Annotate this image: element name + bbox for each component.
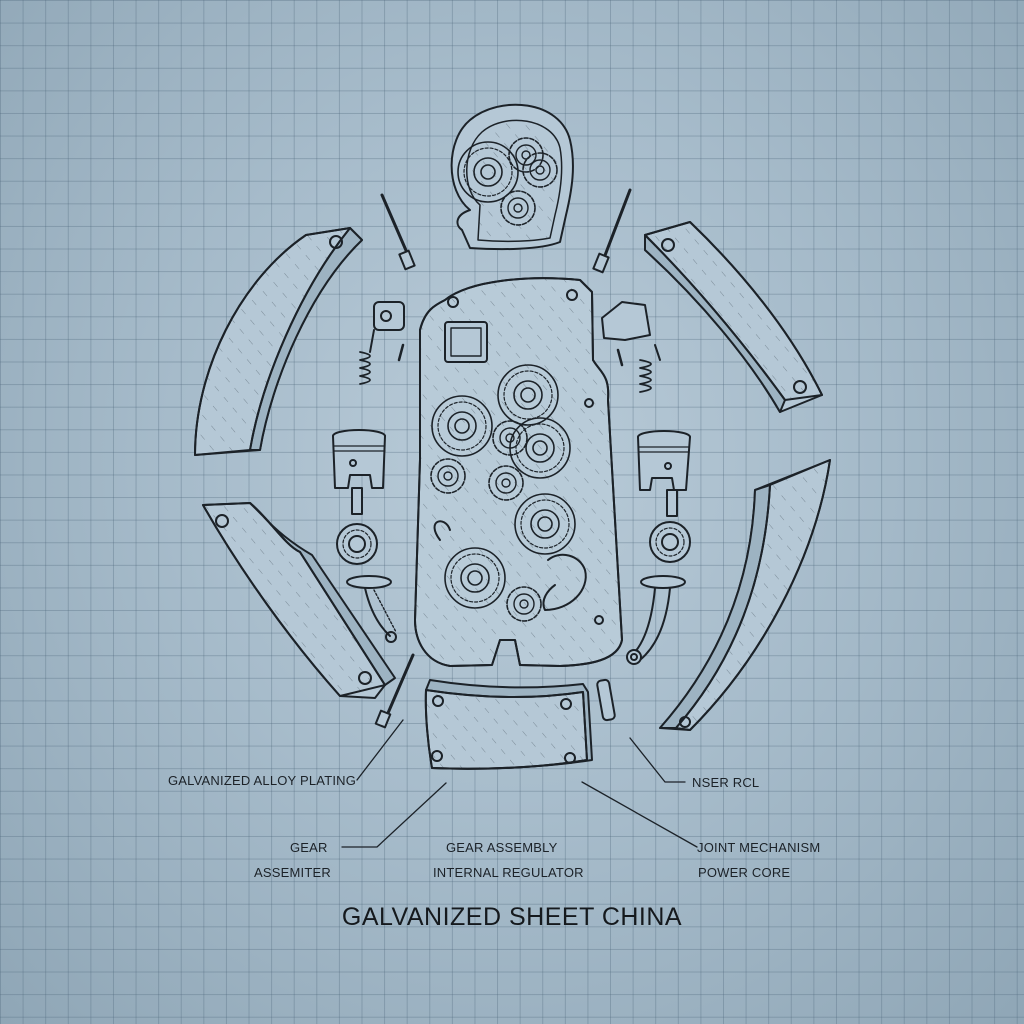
right-joint-arm	[626, 575, 686, 665]
label-gear-assembly: GEAR ASSEMBLY	[446, 840, 558, 855]
torso-gear-panel	[414, 277, 623, 667]
right-bolt-upper	[592, 188, 632, 274]
label-internal-regulator: INTERNAL REGULATOR	[433, 865, 584, 880]
right-upper-curved-plate	[644, 221, 823, 413]
left-joint-arm	[346, 575, 397, 643]
label-assemiter: ASSEMITER	[254, 865, 331, 880]
leader-lines	[341, 719, 698, 848]
label-nser-rcl: NSER RCL	[692, 775, 760, 790]
left-upper-curved-plate	[194, 227, 363, 456]
left-bearing	[336, 523, 378, 565]
right-piston	[637, 430, 691, 517]
left-bolt-lower	[374, 653, 415, 729]
left-lower-curved-plate	[202, 502, 396, 699]
label-gear: GEAR	[290, 840, 328, 855]
bottom-rectangular-plate	[424, 679, 593, 770]
left-bolt-upper	[380, 193, 416, 271]
label-power-core: POWER CORE	[698, 865, 791, 880]
right-actuator-spring	[601, 301, 661, 393]
right-bearing	[649, 521, 691, 563]
right-pin-lower	[596, 678, 616, 722]
diagram-title: GALVANIZED SHEET CHINA	[341, 903, 683, 931]
left-actuator-spring	[359, 301, 405, 385]
right-lower-curved-plate	[659, 459, 831, 731]
head-gear-housing	[450, 103, 574, 251]
label-joint-mechanism: JOINT MECHANISM	[697, 840, 821, 855]
left-piston	[332, 429, 386, 515]
label-galvanized-alloy-plating: GALVANIZED ALLOY PLATING	[168, 773, 357, 788]
